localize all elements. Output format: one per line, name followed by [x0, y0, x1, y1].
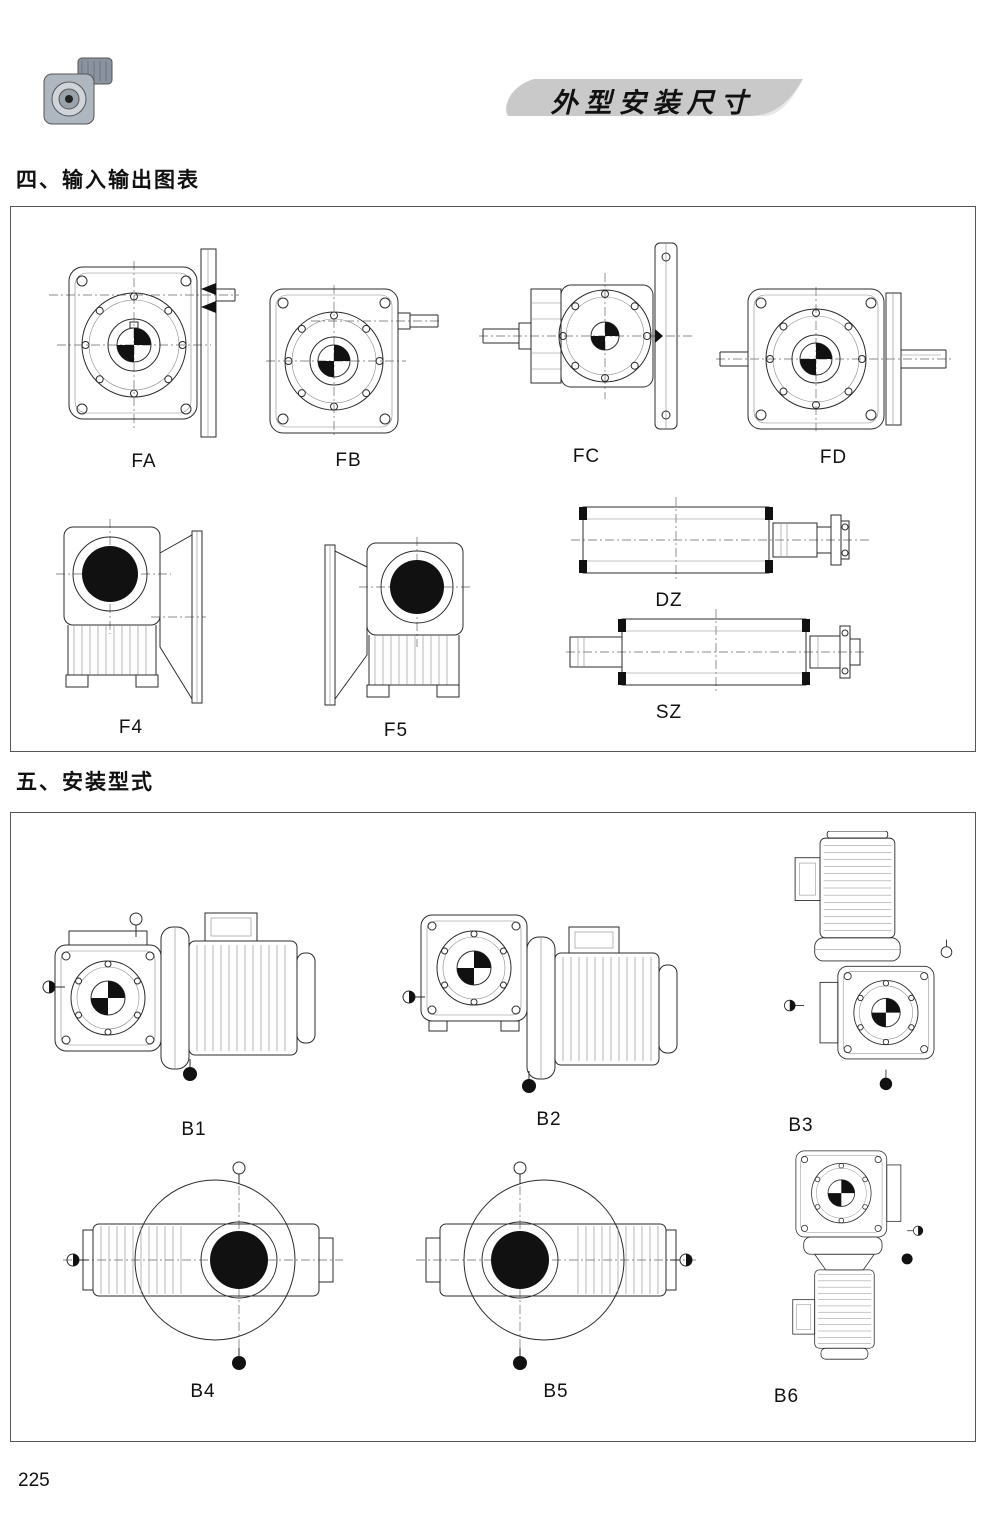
figure-label-f5: F5	[383, 720, 409, 741]
section-heading-io: 四、输入输出图表	[16, 169, 200, 192]
figure-b5: B5	[416, 1158, 696, 1403]
section-heading-mounting: 五、安装型式	[16, 771, 154, 794]
drawing-fb	[266, 285, 441, 437]
figure-label-fd: FD	[819, 447, 848, 468]
gearbox-photo-icon	[43, 57, 113, 125]
drain-plug-marker	[183, 1059, 197, 1081]
level-plug-marker	[66, 1253, 89, 1267]
figure-label-fa: FA	[131, 451, 157, 472]
figure-label-b3: B3	[788, 1115, 814, 1136]
figure-fb: FB	[256, 277, 441, 472]
banner-swoosh-shape	[506, 79, 803, 116]
drawing-f4	[56, 519, 206, 704]
drawing-sz	[566, 609, 866, 694]
drawing-fd	[716, 287, 951, 431]
drawing-b3	[783, 831, 953, 1091]
figure-fc: FC	[479, 233, 694, 468]
figure-fd: FD	[716, 279, 951, 469]
figure-label-fb: FB	[335, 450, 362, 471]
figure-label-b4: B4	[190, 1381, 216, 1402]
figure-label-sz: SZ	[655, 702, 683, 723]
level-plug-marker	[42, 980, 65, 994]
figure-label-b5: B5	[543, 1381, 569, 1402]
figure-dz: DZ	[571, 497, 871, 612]
figure-b6: B6	[769, 1143, 934, 1408]
drawing-b5	[416, 1161, 696, 1370]
figure-f4: F4	[56, 519, 206, 739]
figure-label-fc: FC	[572, 446, 601, 467]
breather-plug-marker	[232, 1161, 246, 1184]
drain-plug-marker	[522, 1071, 536, 1093]
breather-plug-marker	[129, 912, 143, 937]
figure-fa: FA	[49, 233, 239, 473]
figure-b3: B3	[763, 831, 959, 1137]
figure-b4: B4	[63, 1158, 343, 1403]
drain-plug-marker	[901, 1253, 913, 1265]
product-photo	[38, 52, 120, 130]
breather-plug-marker	[940, 939, 953, 958]
drain-plug-marker	[232, 1348, 246, 1370]
io-diagrams-panel: FA FB	[10, 206, 976, 752]
drawing-dz	[571, 497, 871, 582]
breather-plug-marker	[513, 1161, 527, 1184]
drawing-fa	[49, 248, 239, 438]
page-title: 外型安装尺寸	[550, 88, 755, 118]
drawing-b1	[42, 912, 316, 1081]
drawing-b2	[402, 914, 678, 1093]
drawing-fc	[479, 242, 694, 430]
drawing-b6	[792, 1150, 924, 1360]
header-banner: 外型安装尺寸	[500, 76, 805, 120]
figure-f5: F5	[321, 537, 471, 742]
figure-label-b6: B6	[773, 1386, 800, 1407]
level-plug-marker	[402, 990, 425, 1004]
figure-sz: SZ	[566, 609, 866, 724]
mounting-positions-panel: B1	[10, 812, 976, 1442]
figure-b1: B1	[39, 881, 349, 1141]
page-number: 225	[18, 1470, 50, 1491]
drain-plug-marker	[513, 1348, 527, 1370]
level-plug-marker	[783, 999, 805, 1012]
figure-label-f4: F4	[118, 717, 144, 738]
drawing-b4	[63, 1161, 343, 1370]
figure-label-b2: B2	[536, 1109, 562, 1130]
level-plug-marker	[670, 1253, 693, 1267]
figure-b2: B2	[399, 901, 699, 1131]
drawing-f5	[324, 537, 471, 706]
level-plug-marker	[907, 1225, 924, 1236]
figure-label-b1: B1	[181, 1119, 207, 1140]
figure-label-dz: DZ	[655, 590, 683, 611]
drain-plug-marker	[879, 1069, 893, 1091]
